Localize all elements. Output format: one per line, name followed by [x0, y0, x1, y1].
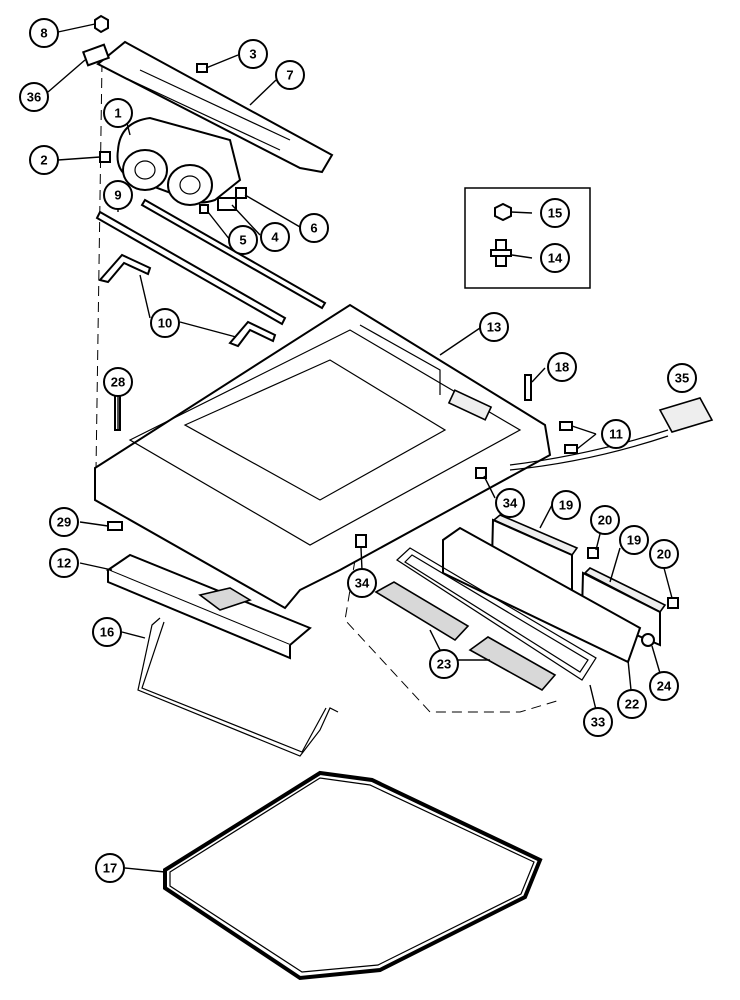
- callout-5: 5: [228, 225, 258, 255]
- inset-box: [464, 187, 591, 289]
- svg-text:34: 34: [503, 496, 518, 511]
- callout-16: 16: [92, 617, 122, 647]
- callout-36: 36: [19, 82, 49, 112]
- svg-text:24: 24: [657, 679, 672, 694]
- svg-text:8: 8: [40, 26, 47, 41]
- callout-2: 2: [29, 145, 59, 175]
- svg-text:29: 29: [57, 515, 71, 530]
- rod: [95, 210, 287, 326]
- alignment-dashed-line: [95, 61, 103, 471]
- callout-1: 1: [103, 98, 133, 128]
- callout-20-lower: 20: [649, 539, 679, 569]
- bracket-right: [228, 320, 277, 348]
- callout-7: 7: [275, 60, 305, 90]
- seal-frame: [396, 547, 597, 681]
- leader-lines: [47, 23, 673, 873]
- callout-4: 4: [260, 222, 290, 252]
- filter-pad: [658, 397, 714, 433]
- svg-text:1: 1: [114, 106, 121, 121]
- callout-22: 22: [617, 689, 647, 719]
- svg-text:11: 11: [609, 427, 623, 442]
- svg-text:18: 18: [555, 360, 569, 375]
- svg-text:19: 19: [627, 533, 641, 548]
- svg-text:6: 6: [310, 221, 317, 236]
- hardware: [81, 14, 679, 647]
- filter-box: [105, 553, 312, 660]
- svg-text:10: 10: [158, 316, 172, 331]
- callout-14: 14: [540, 243, 570, 273]
- callout-15: 15: [540, 198, 570, 228]
- cable: [509, 429, 669, 466]
- svg-text:23: 23: [437, 657, 451, 672]
- callout-34-upper: 34: [495, 488, 525, 518]
- svg-text:7: 7: [286, 68, 293, 83]
- rod-upper: [140, 198, 327, 310]
- callout-23: 23: [429, 649, 459, 679]
- callout-9: 9: [103, 180, 133, 210]
- svg-text:35: 35: [675, 371, 689, 386]
- svg-text:33: 33: [591, 715, 605, 730]
- callout-12: 12: [49, 548, 79, 578]
- main-housing: [94, 303, 552, 610]
- nut: [494, 202, 512, 222]
- stud: [490, 239, 512, 267]
- svg-text:36: 36: [27, 90, 41, 105]
- callout-35: 35: [667, 363, 697, 393]
- svg-text:19: 19: [559, 498, 573, 513]
- callout-19-lower: 19: [619, 525, 649, 555]
- callout-11: 11: [601, 419, 631, 449]
- svg-text:14: 14: [548, 251, 563, 266]
- callout-20-upper: 20: [590, 505, 620, 535]
- svg-text:17: 17: [103, 861, 117, 876]
- callout-17: 17: [95, 853, 125, 883]
- svg-text:20: 20: [598, 513, 612, 528]
- callout-34-lower: 34: [347, 568, 377, 598]
- svg-text:34: 34: [355, 576, 370, 591]
- top-bracket: [96, 40, 334, 174]
- svg-text:16: 16: [100, 625, 114, 640]
- gasket-strip: [137, 617, 339, 757]
- callout-8: 8: [29, 18, 59, 48]
- callout-10: 10: [150, 308, 180, 338]
- svg-text:5: 5: [239, 233, 246, 248]
- svg-text:12: 12: [57, 556, 71, 571]
- parts-group-dashed-outline: [344, 559, 561, 713]
- svg-text:3: 3: [249, 47, 256, 62]
- callout-13: 13: [479, 312, 509, 342]
- callout-24: 24: [649, 671, 679, 701]
- callout-29: 29: [49, 507, 79, 537]
- svg-text:9: 9: [114, 188, 121, 203]
- svg-text:4: 4: [271, 230, 279, 245]
- svg-text:15: 15: [548, 206, 562, 221]
- svg-text:28: 28: [111, 375, 125, 390]
- callout-18: 18: [547, 352, 577, 382]
- svg-text:22: 22: [625, 697, 639, 712]
- svg-text:13: 13: [487, 320, 501, 335]
- callout-33: 33: [583, 707, 613, 737]
- callout-3: 3: [238, 39, 268, 69]
- filter-pad-right: [468, 636, 557, 692]
- callouts: 8 36 3 7 1 2 9 5 4 6 15 14 10 13 18 35 2…: [19, 18, 697, 883]
- filter-pad-left: [374, 581, 470, 642]
- callout-6: 6: [299, 213, 329, 243]
- svg-text:2: 2: [40, 153, 47, 168]
- blower-assembly: [116, 116, 242, 206]
- bracket-left: [98, 253, 152, 284]
- callout-28: 28: [103, 367, 133, 397]
- callout-19-upper: 19: [551, 490, 581, 520]
- large-gasket: [163, 770, 543, 981]
- svg-text:20: 20: [657, 547, 671, 562]
